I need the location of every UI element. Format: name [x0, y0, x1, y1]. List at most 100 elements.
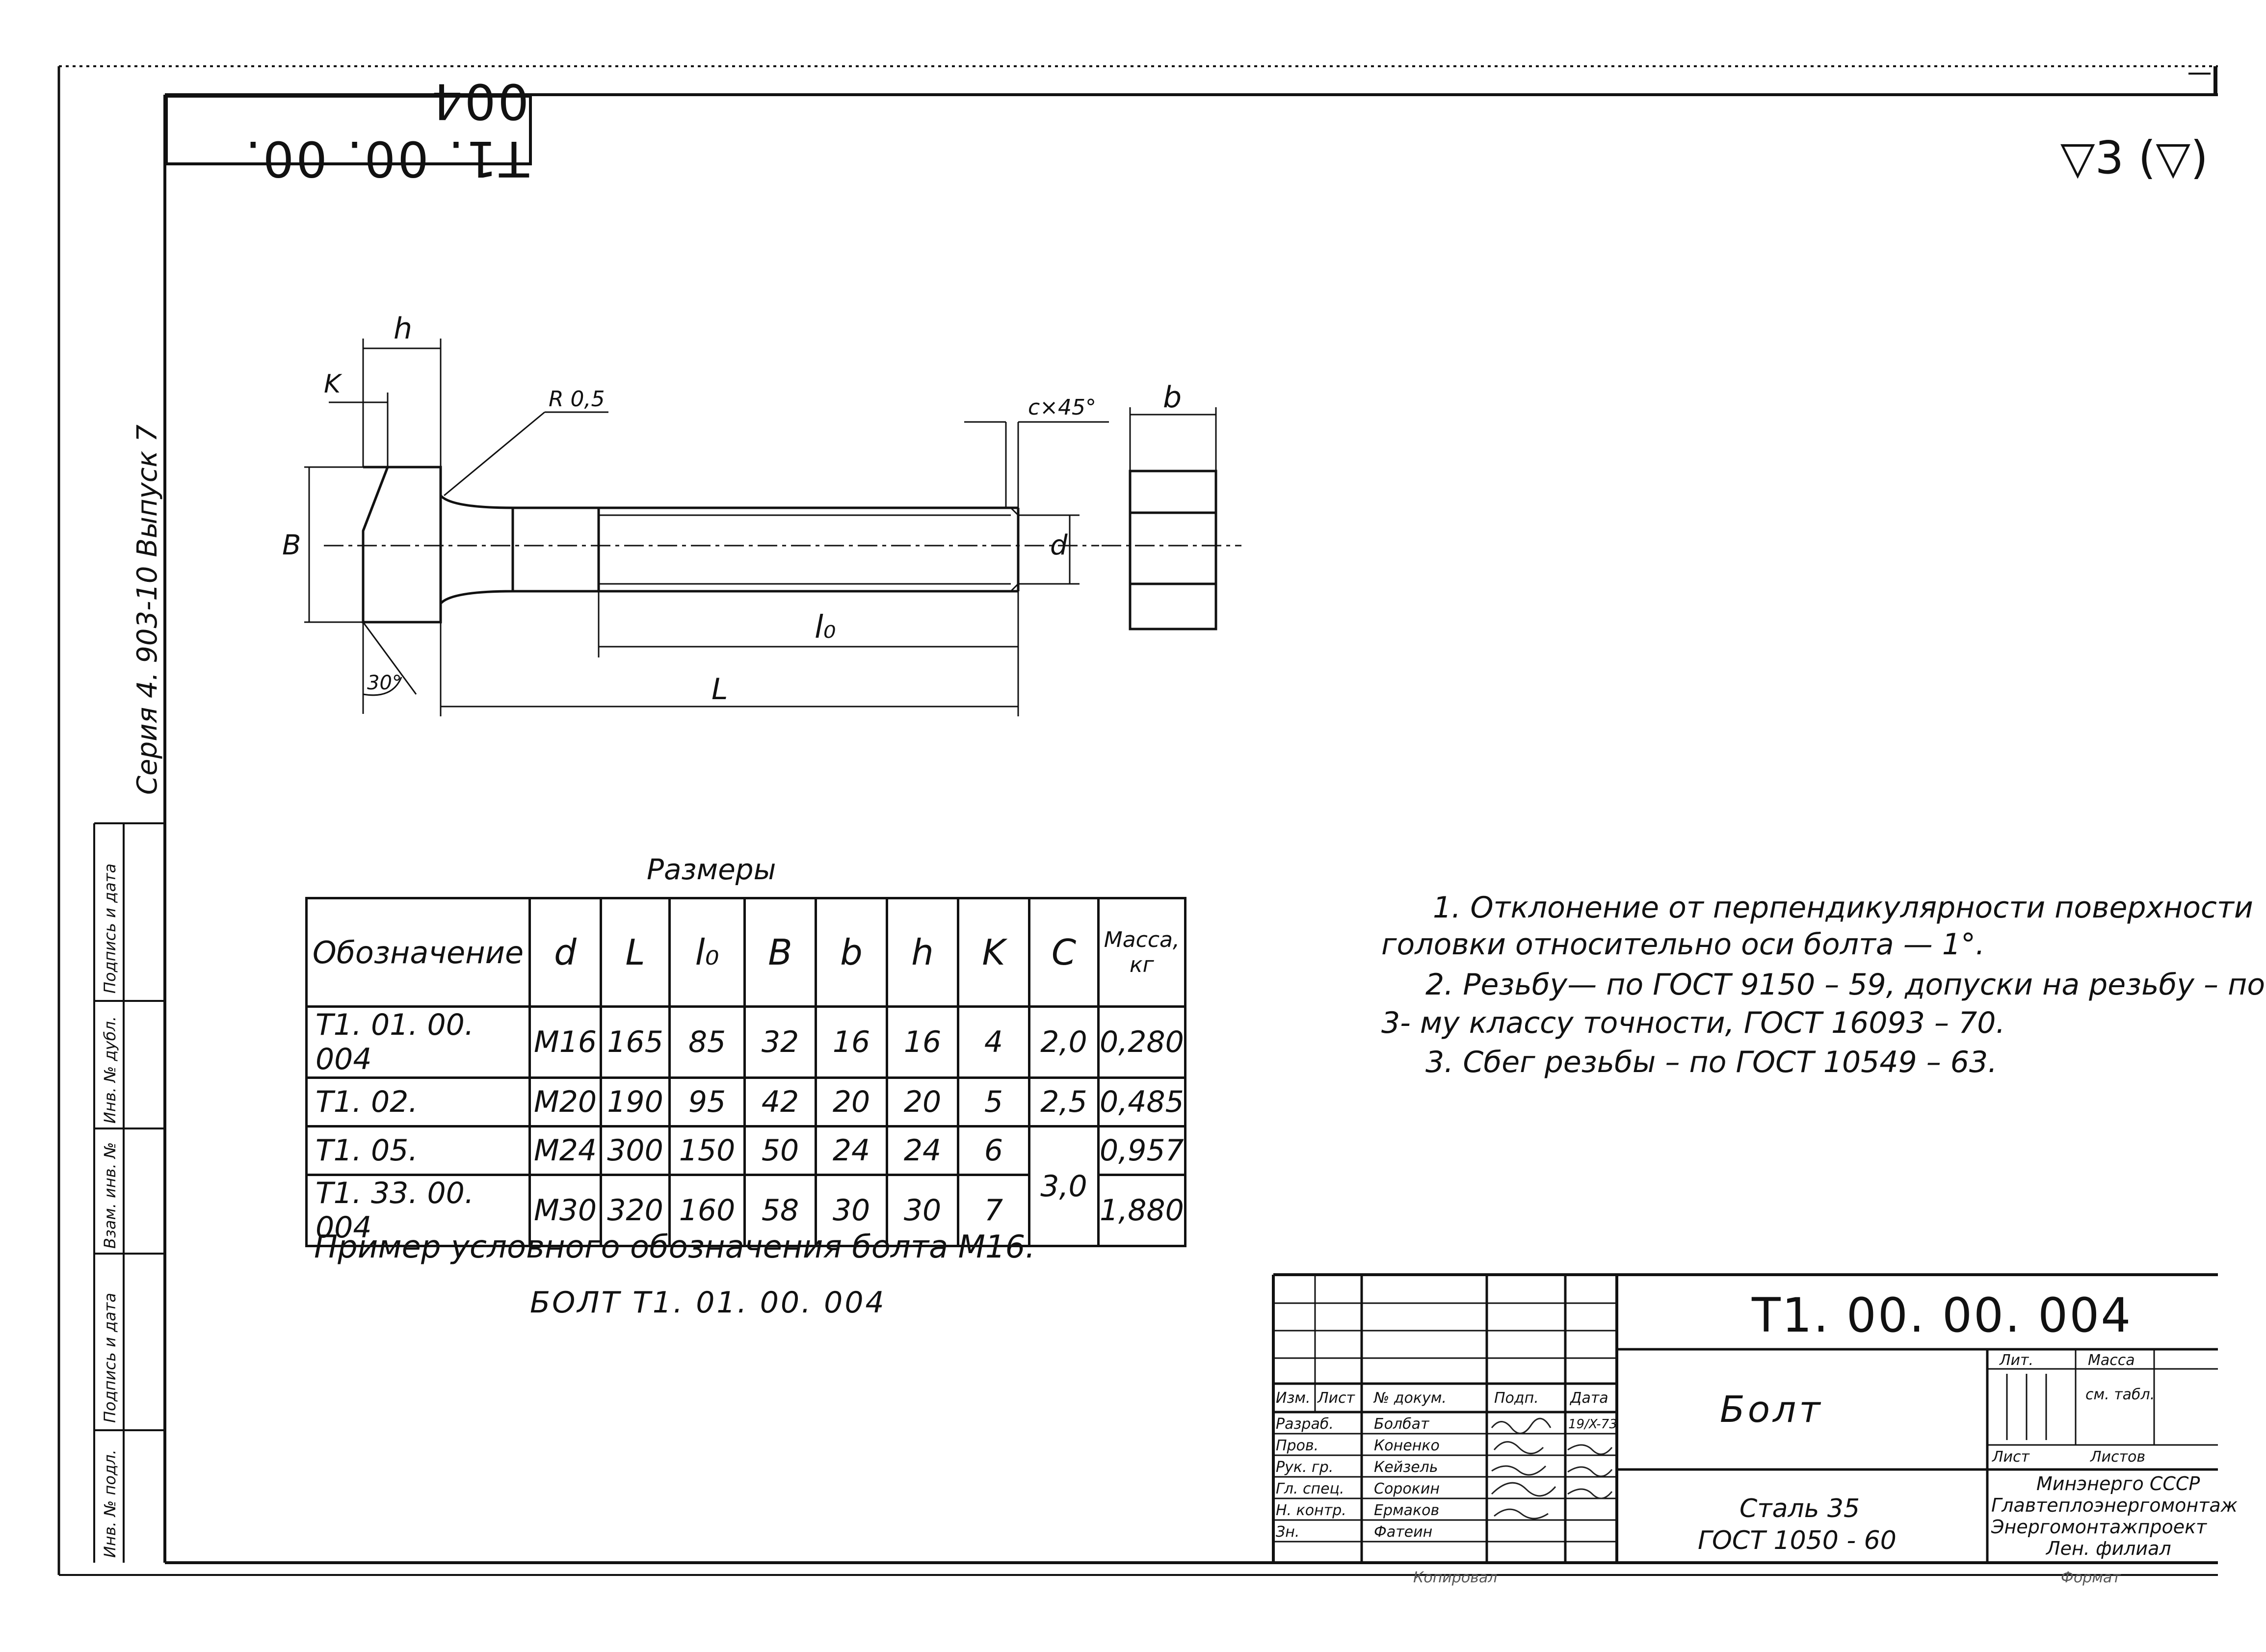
- tb-org-line: Главтеплоэнергомонтаж: [1991, 1495, 2238, 1516]
- cell-B: 50: [743, 1125, 817, 1176]
- cell-k: 7: [957, 1174, 1030, 1247]
- cell-l0: 95: [668, 1076, 746, 1128]
- tb-person: Коненко: [1374, 1437, 1440, 1454]
- header-l0: l₀: [668, 897, 746, 1008]
- roughness-symbol: ▽3 (▽): [2060, 131, 2208, 184]
- tb-material: Сталь 35: [1739, 1494, 1860, 1523]
- tb-person: Фатеин: [1374, 1523, 1433, 1541]
- cell-h: 20: [886, 1076, 959, 1128]
- tb-org-line: Лен. филиал: [2046, 1538, 2171, 1559]
- label-chamfer: c×45°: [1028, 395, 1096, 420]
- tb-sheets-label: Листов: [2090, 1448, 2146, 1466]
- example-caption: Пример условного обозначения болта М16.: [314, 1229, 1035, 1265]
- tb-role: Н. контр.: [1276, 1502, 1346, 1519]
- dims-table: Обозначение d L l₀ B b h K C Масса, кг T…: [305, 897, 1186, 1247]
- label-h: h: [394, 312, 412, 346]
- cell-b: 24: [815, 1125, 888, 1176]
- cell-b: 16: [815, 1005, 888, 1079]
- tb-person: Ермаков: [1374, 1502, 1440, 1519]
- cell-B: 42: [743, 1076, 817, 1128]
- tb-role: Зн.: [1276, 1523, 1300, 1541]
- cell-L: 165: [600, 1005, 671, 1079]
- cell-k: 4: [957, 1005, 1030, 1079]
- cell-designation: T1. 02.: [305, 1076, 531, 1128]
- header-B: B: [743, 897, 817, 1008]
- label-k: K: [324, 369, 343, 399]
- header-b: b: [815, 897, 888, 1008]
- cell-B: 58: [743, 1174, 817, 1247]
- cell-B: 32: [743, 1005, 817, 1079]
- cell-mass: 0,280: [1097, 1005, 1186, 1079]
- cell-k: 5: [957, 1076, 1030, 1128]
- cell-d: M30: [528, 1174, 602, 1247]
- table-row: T1. 05. M24 300 150 50 24 24 6 3,0 0,957: [305, 1125, 1186, 1247]
- tb-role: Гл. спец.: [1276, 1480, 1344, 1497]
- header-mass: Масса, кг: [1097, 897, 1186, 1008]
- tb-person: Болбат: [1374, 1416, 1429, 1433]
- cell-designation: T1. 33. 00. 004: [305, 1174, 531, 1247]
- tb-copied-label: Копировал: [1413, 1569, 1498, 1586]
- example-designation: БОЛТ Т1. 01. 00. 004: [530, 1285, 886, 1320]
- cell-l0: 160: [668, 1174, 746, 1247]
- tb-org-line: Энергомонтажпроект: [1991, 1516, 2207, 1538]
- cell-L: 320: [600, 1174, 671, 1247]
- tb-drawing-code: T1. 00. 00. 004: [1752, 1288, 2133, 1343]
- cell-l0: 150: [668, 1125, 746, 1176]
- header-C: C: [1028, 897, 1100, 1008]
- tb-header-date: Дата: [1570, 1390, 1608, 1407]
- table-row: T1. 01. 00. 004 M16 165 85 32 16 16 4 2,…: [305, 1005, 1186, 1079]
- tb-date: 19/X-73: [1568, 1417, 1617, 1432]
- tb-role: Разраб.: [1276, 1416, 1334, 1433]
- cell-designation: T1. 05.: [305, 1125, 531, 1176]
- cell-mass: 0,485: [1097, 1076, 1186, 1128]
- tb-material-standard: ГОСТ 1050 - 60: [1698, 1526, 1897, 1555]
- tb-header-doc: № докум.: [1374, 1390, 1447, 1407]
- label-b: b: [1163, 380, 1182, 415]
- cell-l0: 85: [668, 1005, 746, 1079]
- cell-d: M20: [528, 1076, 602, 1128]
- tb-header-list: Лист: [1317, 1390, 1355, 1407]
- tb-header-sign: Подп.: [1494, 1390, 1539, 1407]
- label-l0: l₀: [815, 609, 836, 646]
- note-line: 1. Отклонение от перпендикулярности пове…: [1433, 891, 2253, 925]
- cell-c: 2,5: [1028, 1076, 1100, 1128]
- header-d: d: [528, 897, 602, 1008]
- cell-mass: 0,957: [1097, 1125, 1186, 1176]
- cell-h: 16: [886, 1005, 959, 1079]
- note-line: 3- му классу точности, ГОСТ 16093 – 70.: [1381, 1006, 2005, 1040]
- cell-c: 2,0: [1028, 1005, 1100, 1079]
- tb-header-izm: Изм.: [1276, 1390, 1311, 1407]
- note-line: 3. Сбег резьбы – по ГОСТ 10549 – 63.: [1425, 1045, 1998, 1079]
- cell-L: 300: [600, 1125, 671, 1176]
- tb-sheet-label: Лист: [1992, 1448, 2030, 1466]
- cell-L: 190: [600, 1076, 671, 1128]
- label-d: d: [1050, 529, 1068, 561]
- tb-format-label: Формат: [2061, 1569, 2121, 1586]
- cell-c: 3,0: [1028, 1125, 1100, 1247]
- cell-mass: 1,880: [1097, 1174, 1186, 1247]
- cell-d: M16: [528, 1005, 602, 1079]
- cell-d: M24: [528, 1125, 602, 1176]
- label-angle: 30°: [367, 672, 402, 694]
- tb-mass-label: Масса: [2088, 1352, 2135, 1369]
- cell-h: 24: [886, 1125, 959, 1176]
- cell-b: 30: [815, 1174, 888, 1247]
- header-h: h: [886, 897, 959, 1008]
- tb-lit-label: Лит.: [2000, 1352, 2034, 1369]
- table-row: T1. 02. M20 190 95 42 20 20 5 2,5 0,485: [305, 1076, 1186, 1128]
- note-line: 2. Резьбу— по ГОСТ 9150 – 59, допуски на…: [1425, 968, 2266, 1002]
- tb-person: Кейзель: [1374, 1459, 1438, 1476]
- header-designation: Обозначение: [305, 897, 531, 1008]
- tb-person: Сорокин: [1374, 1480, 1440, 1497]
- label-radius: R 0,5: [549, 387, 605, 412]
- tb-role: Пров.: [1276, 1437, 1319, 1454]
- header-L: L: [600, 897, 671, 1008]
- note-line: головки относительно оси болта — 1°.: [1381, 927, 1985, 962]
- dims-table-header: Обозначение d L l₀ B b h K C Масса, кг: [305, 897, 1186, 1008]
- table-row: T1. 33. 00. 004 M30 320 160 58 30 30 7 1…: [305, 1174, 1186, 1247]
- bolt-neck: [440, 495, 514, 604]
